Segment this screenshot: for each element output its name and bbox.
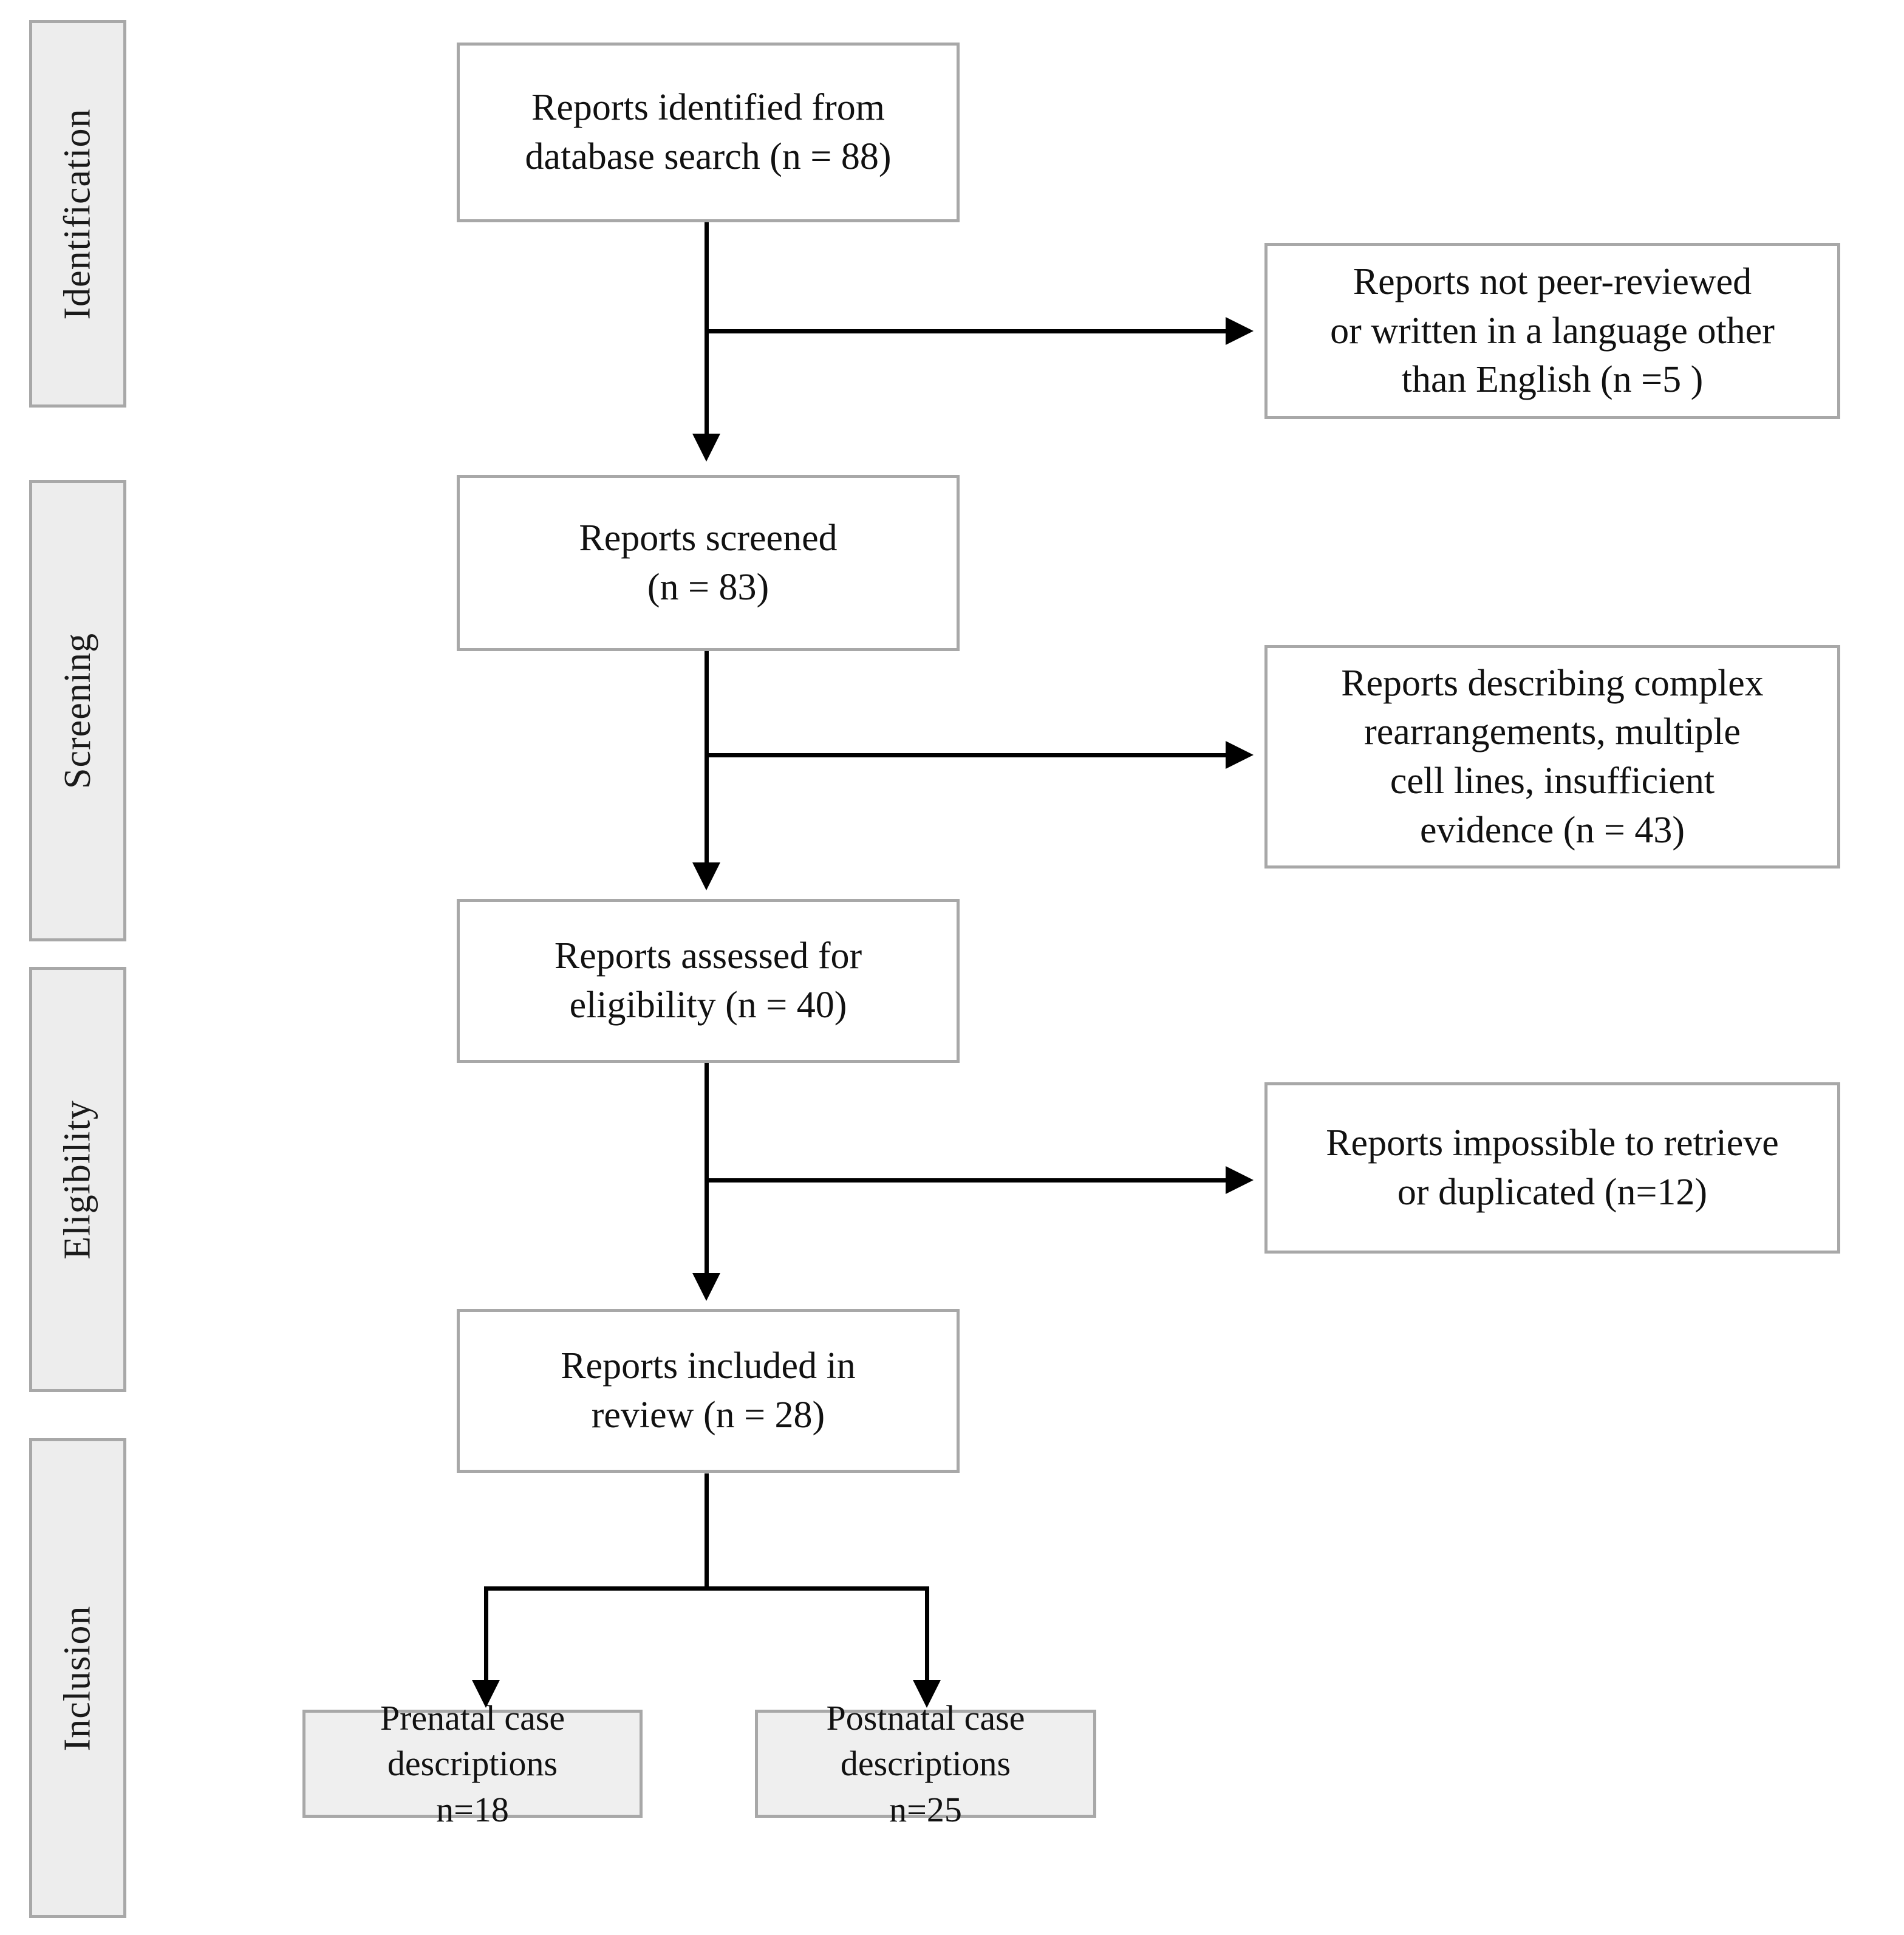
phase-identification: Identification xyxy=(29,20,126,408)
box-prenatal-case-descriptions: Prenatal case descriptions n=18 xyxy=(302,1698,643,1829)
box-excluded-impossible-retrieve: Reports impossible to retrieve or duplic… xyxy=(1264,1082,1840,1254)
box-reports-included: Reports included in review (n = 28) xyxy=(457,1309,960,1473)
connector-screened-to-excluded2 xyxy=(705,753,1227,757)
connector-included-to-postnatal xyxy=(925,1586,929,1682)
phase-eligibility: Eligibility xyxy=(29,967,126,1392)
phase-identification-label: Identification xyxy=(56,108,98,319)
connector-included-split-bar xyxy=(484,1586,929,1591)
box-excluded-not-peer-reviewed: Reports not peer-reviewed or written in … xyxy=(1264,243,1840,419)
box-postnatal-case-descriptions-text: Postnatal case descriptions n=25 xyxy=(826,1698,1025,1829)
box-reports-screened: Reports screened (n = 83) xyxy=(457,475,960,651)
box-excluded-complex-rearrangements-text: Reports describing complex rearrangement… xyxy=(1341,662,1764,851)
connector-assessed-to-included xyxy=(705,1063,709,1275)
box-excluded-not-peer-reviewed-text: Reports not peer-reviewed or written in … xyxy=(1330,261,1775,401)
phase-screening-label: Screening xyxy=(56,632,98,789)
box-postnatal-case-descriptions: Postnatal case descriptions n=25 xyxy=(755,1698,1096,1829)
box-reports-assessed: Reports assessed for eligibility (n = 40… xyxy=(457,899,960,1063)
box-prenatal-case-descriptions-text: Prenatal case descriptions n=18 xyxy=(380,1698,565,1829)
connector-included-stem xyxy=(705,1473,709,1590)
box-excluded-complex-rearrangements: Reports describing complex rearrangement… xyxy=(1264,645,1840,869)
connector-screened-to-assessed xyxy=(705,651,709,865)
arrowhead-included-to-postnatal xyxy=(913,1680,941,1708)
box-reports-identified: Reports identified from database search … xyxy=(457,43,960,222)
phase-screening: Screening xyxy=(29,480,126,941)
arrowhead-screened-to-assessed xyxy=(692,862,720,890)
connector-identified-to-excluded1 xyxy=(705,329,1227,333)
box-reports-included-text: Reports included in review (n = 28) xyxy=(561,1345,856,1436)
box-reports-screened-text: Reports screened (n = 83) xyxy=(579,517,838,608)
arrowhead-included-to-prenatal xyxy=(472,1680,500,1708)
phase-inclusion-label: Inclusion xyxy=(56,1605,98,1751)
arrowhead-identified-to-screened xyxy=(692,434,720,462)
connector-included-to-prenatal xyxy=(484,1586,488,1682)
phase-inclusion: Inclusion xyxy=(29,1438,126,1918)
phase-eligibility-label: Eligibility xyxy=(56,1099,98,1260)
arrowhead-identified-to-excluded1 xyxy=(1226,317,1254,345)
arrowhead-assessed-to-excluded3 xyxy=(1226,1166,1254,1194)
box-excluded-impossible-retrieve-text: Reports impossible to retrieve or duplic… xyxy=(1326,1122,1779,1213)
box-reports-identified-text: Reports identified from database search … xyxy=(525,87,892,177)
connector-assessed-to-excluded3 xyxy=(705,1178,1227,1182)
box-reports-assessed-text: Reports assessed for eligibility (n = 40… xyxy=(554,935,862,1026)
arrowhead-screened-to-excluded2 xyxy=(1226,741,1254,769)
arrowhead-assessed-to-included xyxy=(692,1273,720,1301)
